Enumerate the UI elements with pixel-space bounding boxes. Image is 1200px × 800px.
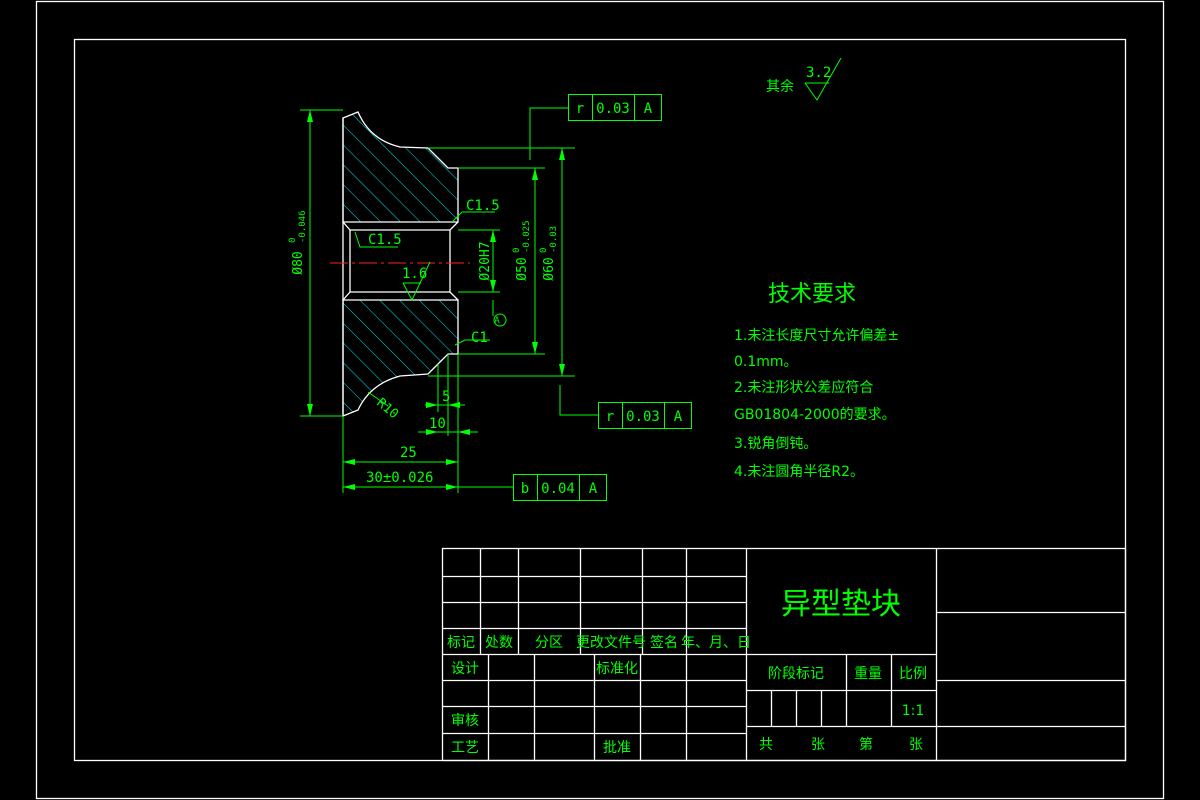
tech-line-6: 4.未注圆角半径R2。 (734, 464, 864, 480)
tb-count: 处数 (485, 635, 513, 651)
dim-d50: Ø50 0 -0.025 (512, 220, 532, 280)
dim-25: 25 (400, 445, 417, 461)
svg-text:Ø20H7: Ø20H7 (478, 241, 493, 280)
dim-d20: Ø20H7 (478, 241, 493, 280)
tech-line-2: 0.1mm。 (734, 354, 798, 370)
radius-label: R10 (373, 396, 401, 423)
tb-stage-mark: 阶段标记 (768, 666, 824, 682)
tb-scale: 比例 (899, 666, 927, 682)
roughness-symbol-bore (402, 261, 431, 302)
upper-hatched-section (342, 111, 459, 223)
roughness-bore-value: 1.6 (402, 266, 427, 282)
svg-text:0.03: 0.03 (626, 409, 660, 425)
tb-number: 第 (859, 736, 873, 753)
tb-weight: 重量 (854, 666, 882, 682)
svg-text:Ø60: Ø60 (542, 257, 557, 280)
roughness-other-label: 其余 (766, 78, 794, 95)
tb-review: 审核 (451, 713, 479, 729)
svg-text:b: b (521, 481, 529, 497)
tb-mark: 标记 (447, 635, 475, 651)
dim-d60: Ø60 0 -0.03 (539, 226, 559, 281)
svg-text:0: 0 (539, 248, 549, 253)
fcf-bottom: b 0.04 A (513, 474, 607, 501)
svg-text:r: r (606, 409, 614, 425)
dim-d80: Ø80 0 -0.046 (288, 210, 308, 274)
part-section (330, 111, 470, 417)
tech-line-5: 3.锐角倒钝。 (734, 436, 817, 452)
svg-text:0: 0 (288, 238, 298, 243)
tb-change-doc: 更改文件号 (576, 635, 646, 651)
bore-upper-edge (342, 221, 459, 231)
outer-frame (35, 0, 1165, 800)
technical-requirements: 技术要求 1.未注长度尺寸允许偏差± 0.1mm。 2.未注形状公差应符合 GB… (734, 282, 899, 480)
svg-text:-0.03: -0.03 (549, 226, 559, 253)
lower-hatched-section (342, 299, 459, 417)
chamfer-bottom-label: C1 (471, 330, 488, 346)
dim-30: 30±0.026 (366, 470, 433, 486)
svg-text:0.03: 0.03 (596, 101, 630, 117)
svg-text:0.04: 0.04 (541, 481, 575, 497)
tech-line-3: 2.未注形状公差应符合 (734, 379, 873, 396)
tb-date: 年、月、日 (681, 635, 751, 651)
bore-lower-edge (342, 291, 459, 301)
svg-text:A: A (589, 481, 598, 497)
chamfer-top-label: C1.5 (466, 198, 500, 214)
part-name: 异型垫块 (781, 587, 901, 622)
dim-5: 5 (442, 389, 450, 405)
svg-text:Ø50: Ø50 (515, 257, 530, 280)
svg-text:r: r (576, 101, 584, 117)
datum-a-label: A (494, 316, 500, 326)
svg-text:A: A (674, 409, 683, 425)
tb-sheets: 张 (811, 737, 825, 753)
svg-text:-0.046: -0.046 (298, 210, 308, 243)
chamfer-bore-label: C1.5 (368, 232, 402, 248)
tech-title: 技术要求 (768, 282, 856, 307)
fcf-top: r 0.03 A (568, 94, 662, 121)
tech-line-4: GB01804-2000的要求。 (734, 407, 896, 423)
title-block: 异型垫块 标记 处数 分区 更改文件号 签名 年、月、日 设计 标准化 审核 工… (441, 547, 1127, 762)
tb-design: 设计 (451, 661, 479, 677)
tb-sheet: 张 (909, 737, 923, 753)
tb-approve: 批准 (603, 740, 631, 756)
dimension-arrows (307, 110, 565, 490)
tb-zone: 分区 (535, 635, 563, 651)
tb-standard: 标准化 (596, 661, 638, 677)
fcf-right: r 0.03 A (598, 402, 692, 429)
roughness-other-value: 3.2 (806, 65, 831, 81)
tb-process: 工艺 (451, 740, 479, 756)
svg-text:A: A (644, 101, 653, 117)
tech-line-1: 1.未注长度尺寸允许偏差± (734, 328, 899, 344)
tb-total: 共 (759, 737, 773, 753)
inner-frame (73, 38, 1127, 762)
svg-text:Ø80: Ø80 (291, 251, 306, 274)
dim-10: 10 (429, 416, 446, 432)
tb-sign: 签名 (650, 634, 678, 651)
svg-text:-0.025: -0.025 (522, 220, 532, 253)
tb-scale-value: 1:1 (902, 703, 925, 719)
roughness-symbol-other (804, 57, 842, 101)
svg-text:0: 0 (512, 248, 522, 253)
